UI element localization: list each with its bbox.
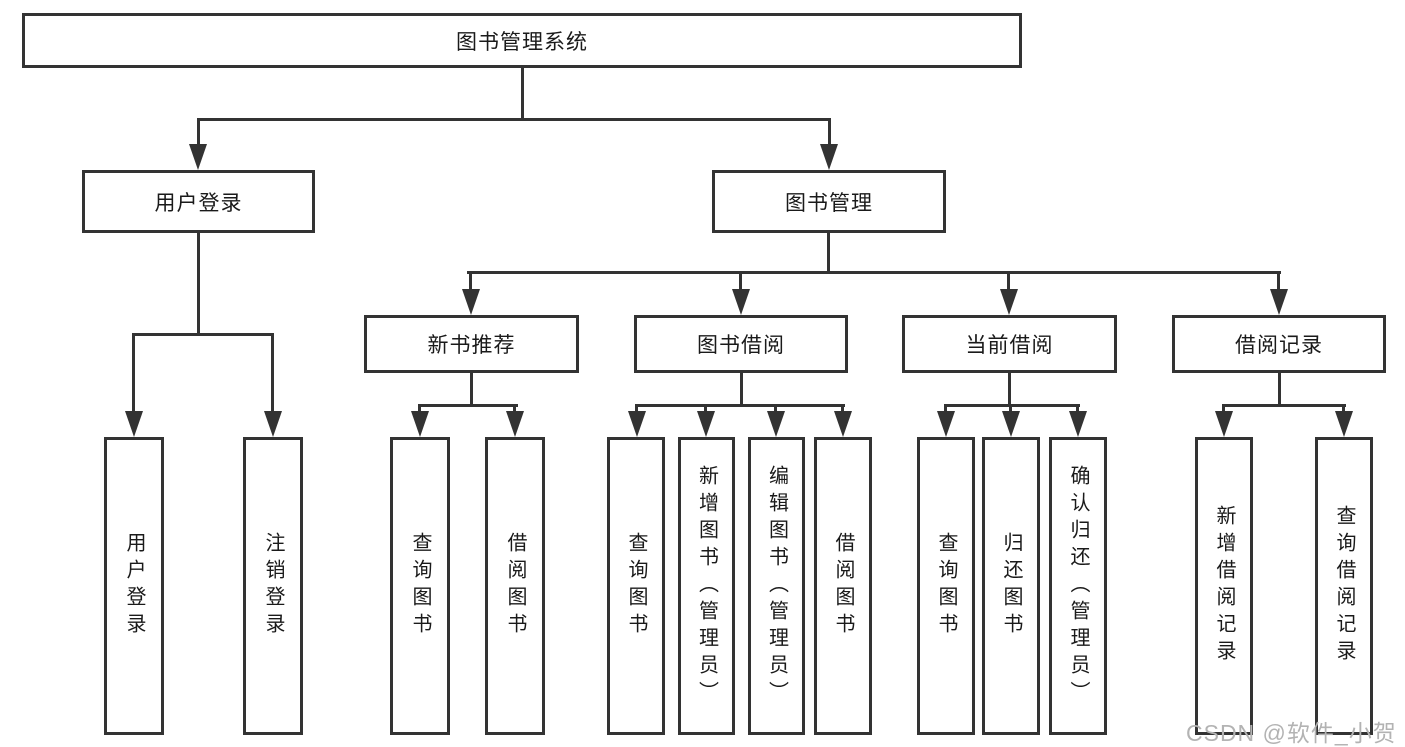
- connector-line: [740, 373, 743, 406]
- leaf-label: 用户登录: [123, 532, 145, 640]
- node-user-login: 用户登录: [82, 170, 315, 233]
- node-book-management-label: 图书管理: [785, 191, 873, 215]
- leaf-return-book: 归还图书: [982, 437, 1040, 735]
- arrowhead-icon: [628, 411, 646, 437]
- leaf-borrow-book: 借阅图书: [814, 437, 872, 735]
- arrowhead-icon: [1069, 411, 1087, 437]
- leaf-borrow-book-recommend: 借阅图书: [485, 437, 545, 735]
- node-new-book-recommend: 新书推荐: [364, 315, 579, 373]
- leaf-label: 注销登录: [262, 532, 284, 640]
- connector-line: [1007, 274, 1010, 291]
- leaf-add-borrow-record: 新增借阅记录: [1195, 437, 1253, 735]
- connector-line: [467, 271, 1281, 274]
- node-user-login-label: 用户登录: [154, 191, 243, 215]
- leaf-label: 新增图书（管理员）: [695, 464, 718, 708]
- leaf-label: 编辑图书（管理员）: [765, 464, 788, 708]
- connector-line: [1222, 404, 1346, 407]
- csdn-watermark: CSDN @软件_小贺同学: [1186, 720, 1397, 746]
- leaf-label: 查询图书: [935, 532, 957, 640]
- arrowhead-icon: [834, 411, 852, 437]
- connector-line: [828, 121, 831, 147]
- connector-line: [197, 121, 200, 147]
- leaf-add-book-admin: 新增图书（管理员）: [678, 437, 735, 735]
- connector-line: [271, 336, 274, 413]
- connector-line: [1277, 274, 1280, 291]
- connector-line: [470, 373, 473, 406]
- leaf-label: 查询图书: [625, 532, 647, 640]
- leaf-query-book-current: 查询图书: [917, 437, 975, 735]
- connector-line: [132, 336, 135, 413]
- leaf-query-book-recommend: 查询图书: [390, 437, 450, 735]
- connector-line: [521, 68, 524, 120]
- connector-line: [132, 333, 274, 336]
- connector-line: [827, 233, 830, 274]
- connector-line: [1008, 373, 1011, 406]
- arrowhead-icon: [937, 411, 955, 437]
- node-borrow-records: 借阅记录: [1172, 315, 1386, 373]
- arrowhead-icon: [125, 411, 143, 437]
- node-root: 图书管理系统: [22, 13, 1022, 68]
- leaf-label: 查询借阅记录: [1333, 505, 1355, 667]
- leaf-logout: 注销登录: [243, 437, 303, 735]
- arrowhead-icon: [506, 411, 524, 437]
- connector-line: [197, 233, 200, 335]
- arrowhead-icon: [1270, 289, 1288, 315]
- node-new-book-recommend-label: 新书推荐: [427, 334, 516, 357]
- node-current-borrow: 当前借阅: [902, 315, 1117, 373]
- node-current-borrow-label: 当前借阅: [965, 334, 1054, 357]
- leaf-label: 查询图书: [409, 532, 431, 640]
- leaf-user-login: 用户登录: [104, 437, 164, 735]
- leaf-query-borrow-record: 查询借阅记录: [1315, 437, 1373, 735]
- connector-line: [469, 274, 472, 291]
- node-book-borrow: 图书借阅: [634, 315, 848, 373]
- arrowhead-icon: [264, 411, 282, 437]
- arrowhead-icon: [820, 144, 838, 170]
- node-borrow-records-label: 借阅记录: [1235, 334, 1323, 357]
- arrowhead-icon: [1002, 411, 1020, 437]
- connector-line: [739, 274, 742, 291]
- connector-line: [418, 404, 518, 407]
- leaf-label: 借阅图书: [832, 532, 854, 640]
- arrowhead-icon: [1215, 411, 1233, 437]
- arrowhead-icon: [189, 144, 207, 170]
- connector-line: [197, 118, 831, 121]
- connector-line: [635, 404, 845, 407]
- leaf-edit-book-admin: 编辑图书（管理员）: [748, 437, 805, 735]
- arrowhead-icon: [462, 289, 480, 315]
- leaf-confirm-return-admin: 确认归还（管理员）: [1049, 437, 1107, 735]
- node-book-management: 图书管理: [712, 170, 946, 233]
- arrowhead-icon: [697, 411, 715, 437]
- leaf-label: 新增借阅记录: [1213, 505, 1235, 667]
- node-root-label: 图书管理系统: [456, 30, 588, 54]
- arrowhead-icon: [767, 411, 785, 437]
- node-book-borrow-label: 图书借阅: [697, 334, 785, 357]
- leaf-label: 归还图书: [1000, 532, 1022, 640]
- arrowhead-icon: [1335, 411, 1353, 437]
- arrowhead-icon: [1000, 289, 1018, 315]
- arrowhead-icon: [411, 411, 429, 437]
- connector-line: [1278, 373, 1281, 406]
- arrowhead-icon: [732, 289, 750, 315]
- leaf-label: 确认归还（管理员）: [1067, 464, 1089, 708]
- leaf-query-book-borrow: 查询图书: [607, 437, 665, 735]
- leaf-label: 借阅图书: [504, 532, 526, 640]
- connector-line: [944, 404, 1080, 407]
